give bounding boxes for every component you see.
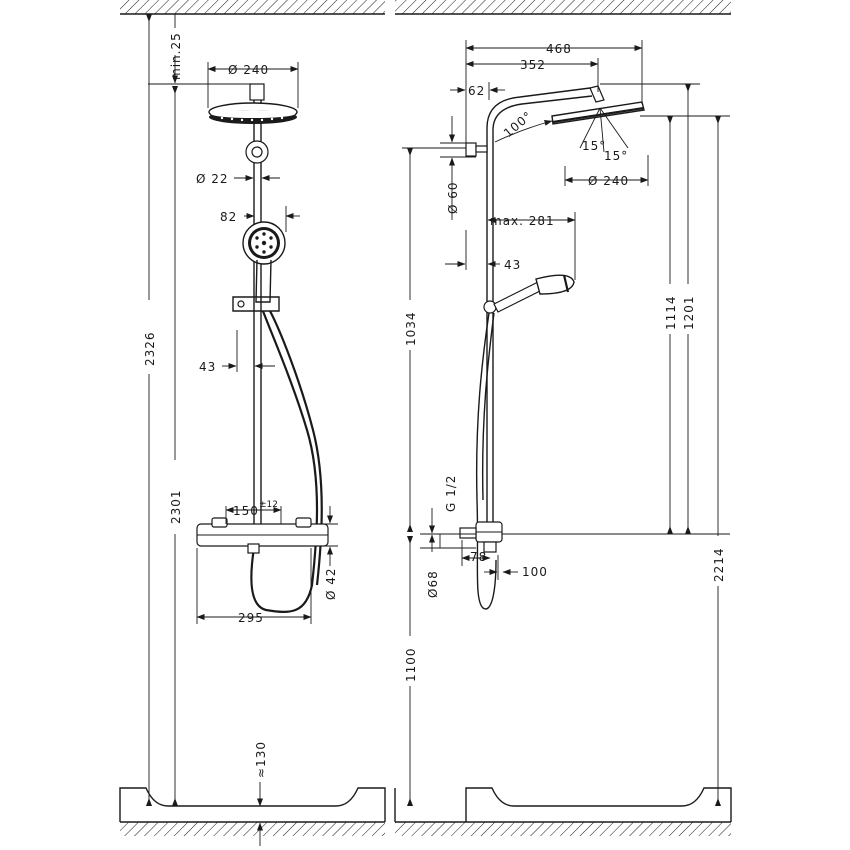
side-view: 468 352 62 100° 15° 15° Ø 240 Ø 60 max. … — [401, 40, 730, 806]
dim-42-diameter: Ø 42 — [324, 567, 338, 600]
shower-tray-left — [119, 787, 386, 822]
dim-43-side: 43 — [504, 258, 521, 272]
thermostat-side — [459, 521, 503, 553]
dim-130: ≈130 — [254, 741, 268, 778]
dim-60-diameter: Ø 60 — [446, 181, 460, 214]
dim-2326: 2326 — [143, 331, 157, 366]
wall-bracket-side — [465, 142, 488, 157]
dim-min25: min.25 — [169, 32, 183, 80]
hand-shower-front — [232, 221, 286, 312]
dim-1100: 1100 — [404, 647, 418, 682]
dim-max281: max. 281 — [490, 214, 555, 228]
dim-150: 150 — [233, 504, 259, 518]
ceiling-hatch-left — [120, 0, 385, 15]
shower-tray-right — [394, 787, 732, 822]
hand-shower-side — [483, 274, 575, 314]
overhead-shower-side — [551, 85, 645, 153]
dim-78: 78 — [470, 550, 487, 564]
dim-2301: 2301 — [169, 489, 183, 524]
dim-head-diameter-side: Ø 240 — [588, 174, 629, 188]
dim-468: 468 — [546, 42, 572, 56]
floor-hatch-right — [395, 821, 731, 836]
dim-angle-15a: 15° — [582, 139, 606, 153]
dim-100: 100 — [522, 565, 548, 579]
thermostat-front — [196, 517, 329, 554]
dim-82: 82 — [220, 210, 237, 224]
dim-150-tolerance: ±12 — [259, 500, 278, 510]
dim-68-diameter: Ø68 — [426, 570, 440, 598]
dim-g12: G 1/2 — [444, 475, 458, 512]
floor-hatch-left — [120, 821, 385, 836]
dim-1034: 1034 — [404, 311, 418, 346]
ceiling-hatch-right — [395, 0, 731, 15]
dim-352: 352 — [520, 58, 546, 72]
dim-rail-diameter: Ø 22 — [196, 172, 229, 186]
front-view: Ø 240 min.25 2326 2301 Ø 22 82 43 150 ±1… — [140, 14, 338, 846]
dim-2214: 2214 — [712, 547, 726, 582]
dim-62: 62 — [468, 84, 485, 98]
overhead-shower-front — [208, 83, 298, 124]
dim-43-front: 43 — [199, 360, 216, 374]
dim-angle-15b: 15° — [604, 149, 628, 163]
wall-bracket-front — [245, 140, 269, 164]
dim-295: 295 — [238, 611, 264, 625]
dim-1114: 1114 — [664, 295, 678, 330]
dim-1201: 1201 — [682, 295, 696, 330]
dim-angle-100: 100° — [501, 108, 535, 140]
dim-head-diameter: Ø 240 — [228, 63, 269, 77]
